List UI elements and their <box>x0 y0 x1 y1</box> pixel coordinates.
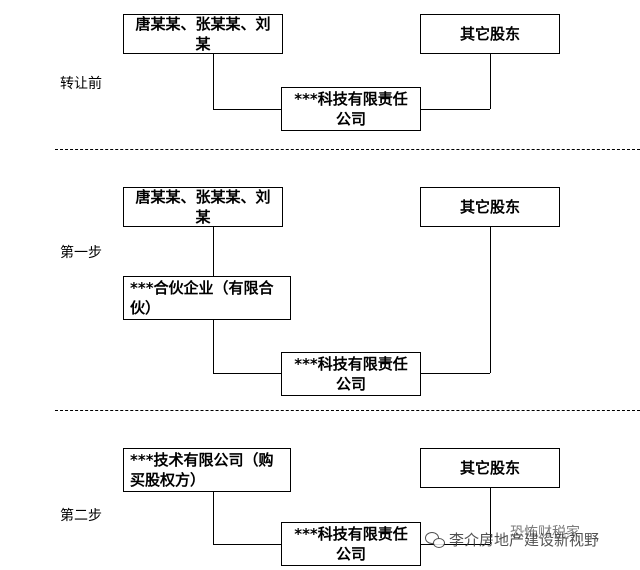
section-2-shareholders-box: 唐某某、张某某、刘某 <box>123 187 283 227</box>
section-2-connector-right-horizontal <box>421 373 490 374</box>
section-1-connector-right-horizontal <box>421 109 490 110</box>
section-2-other-shareholders-box: 其它股东 <box>420 187 560 227</box>
section-3-connector-right-horizontal <box>421 544 490 545</box>
section-2-company-box: ***科技有限责任公司 <box>281 352 421 396</box>
section-2-label: 第一步 <box>60 245 102 261</box>
section-1-shareholders-box: 唐某某、张某某、刘某 <box>123 14 283 54</box>
section-divider-1 <box>55 149 640 150</box>
section-3-connector-left-horizontal <box>213 544 281 545</box>
watermark: 李介房地产建设新视野 <box>425 532 599 548</box>
section-3-connector-left-vertical <box>213 492 214 544</box>
section-3-other-shareholders-box: 其它股东 <box>420 448 560 488</box>
section-2-connector-right-vertical <box>490 227 491 373</box>
section-2-connector-partnership-vertical <box>213 320 214 373</box>
section-1-connector-left-vertical <box>213 54 214 109</box>
chat-bubble-icon <box>425 532 445 548</box>
section-1-label: 转让前 <box>60 76 102 92</box>
section-1-other-shareholders-box: 其它股东 <box>420 14 560 54</box>
section-2-connector-partnership-horizontal <box>213 373 281 374</box>
section-3-connector-right-vertical <box>490 488 491 544</box>
section-2-connector-shareholders-to-partnership <box>213 227 214 276</box>
section-1-connector-left-horizontal <box>213 109 281 110</box>
section-3-buyer-box: ***技术有限公司（购买股权方） <box>123 448 291 492</box>
watermark-subtext: 恐怖财税家 <box>510 525 580 541</box>
section-3-label: 第二步 <box>60 508 102 524</box>
watermark-text: 李介房地产建设新视野 <box>449 531 600 549</box>
section-1-company-box: ***科技有限责任公司 <box>281 87 421 131</box>
section-2-partnership-box: ***合伙企业（有限合伙） <box>123 276 291 320</box>
section-divider-2 <box>55 410 640 411</box>
section-1-connector-right-vertical <box>490 54 491 109</box>
section-3-company-box: ***科技有限责任公司 <box>281 522 421 566</box>
